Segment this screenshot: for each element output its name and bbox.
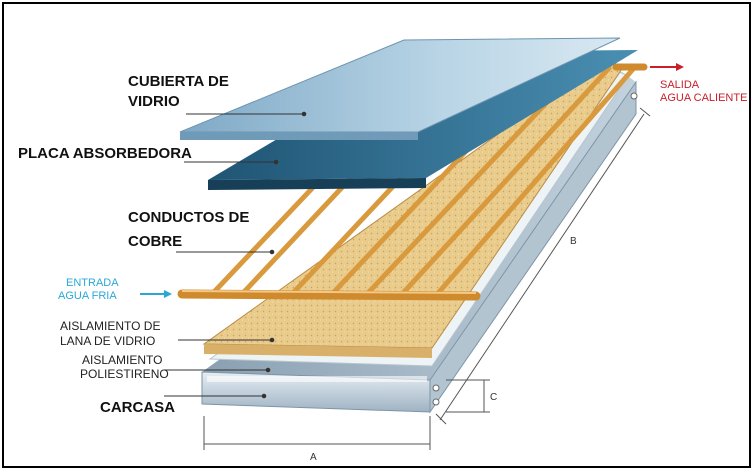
- inlet-arrow: [140, 290, 172, 298]
- label-wool-line1: AISLAMIENTO DE: [60, 319, 160, 333]
- label-inlet-line1: ENTRADA: [66, 277, 119, 289]
- outlet-arrow: [650, 63, 684, 71]
- label-foam-line2: POLIESTIRENO: [80, 367, 169, 381]
- dimension-a-label: A: [310, 452, 317, 463]
- label-outlet-line1: SALIDA: [660, 79, 700, 91]
- label-cover-line2: VIDRIO: [128, 93, 180, 110]
- dimension-lines: [203, 107, 651, 450]
- label-outlet-line2: AGUA CALIENTE: [660, 92, 747, 104]
- leader-lines: [164, 111, 307, 399]
- label-foam-line1: AISLAMIENTO: [82, 353, 162, 367]
- label-inlet-line2: AGUA FRIA: [58, 290, 117, 302]
- solar-collector-diagram: CUBIERTA DE VIDRIO PLACA ABSORBEDORA CON…: [18, 37, 747, 463]
- label-tubes-line1: CONDUCTOS DE: [128, 209, 249, 226]
- dimension-b-label: B: [570, 236, 577, 247]
- label-wool-line2: LANA DE VIDRIO: [60, 334, 155, 348]
- glass-cover: [179, 37, 621, 140]
- inlet-header-pipe: [177, 289, 481, 301]
- label-tubes-line2: COBRE: [128, 233, 182, 250]
- label-absorber: PLACA ABSORBEDORA: [18, 145, 192, 162]
- diagram-frame: CUBIERTA DE VIDRIO PLACA ABSORBEDORA CON…: [2, 2, 751, 468]
- label-casing: CARCASA: [100, 399, 175, 416]
- dimension-c-label: C: [490, 392, 497, 403]
- label-cover-line1: CUBIERTA DE: [128, 73, 229, 90]
